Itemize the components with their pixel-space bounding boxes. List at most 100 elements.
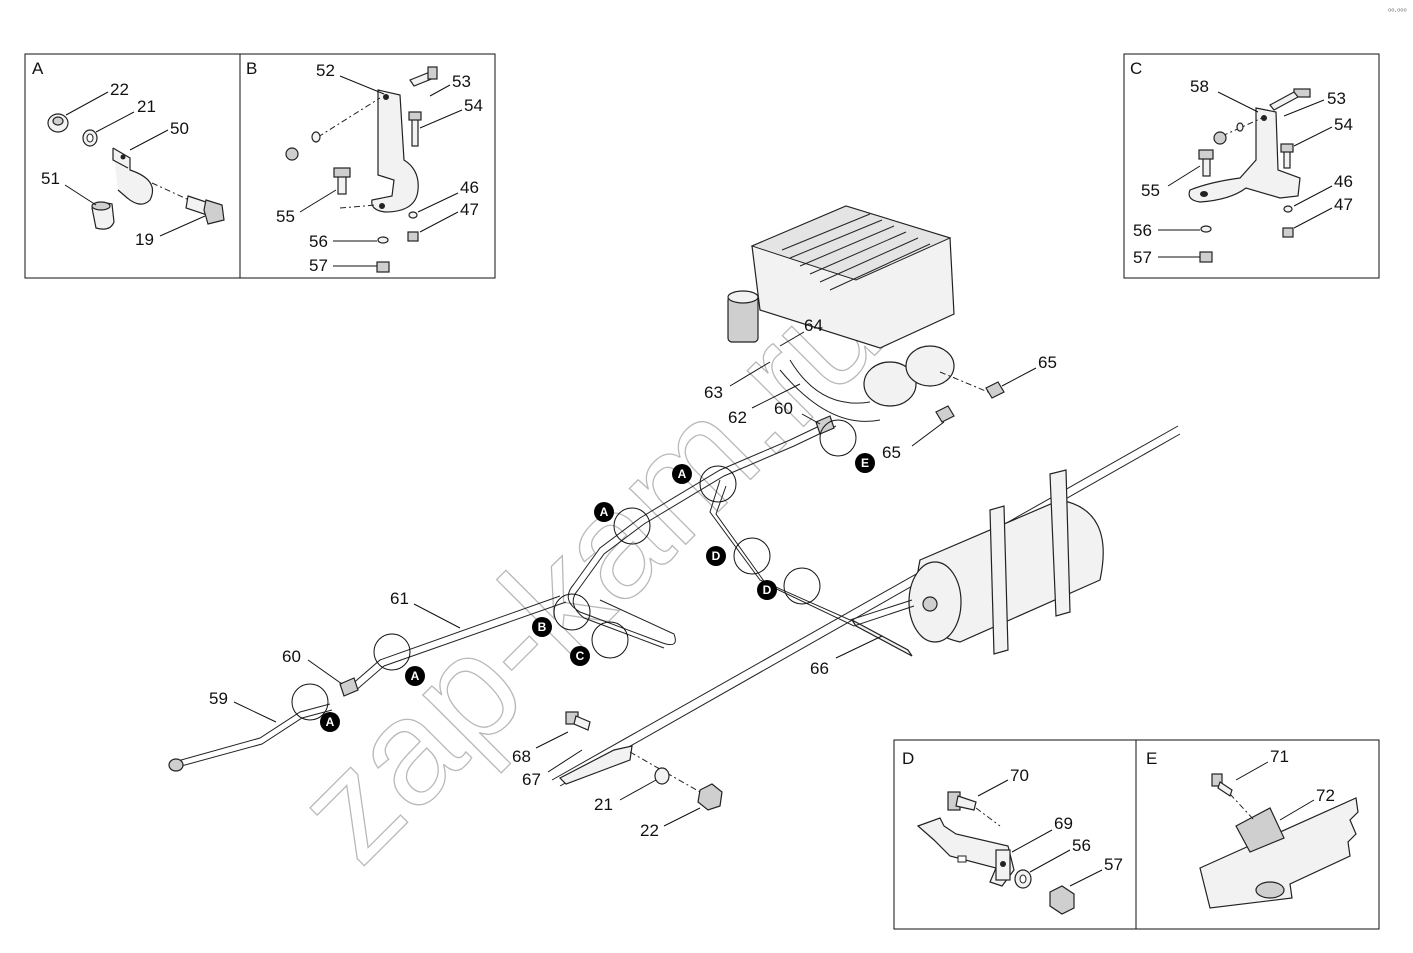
- callout-67: 67: [522, 770, 541, 789]
- bolt-71-head: [1211, 773, 1223, 787]
- callout-58: 58: [1190, 77, 1209, 96]
- callout-53: 53: [452, 72, 471, 91]
- bracket-part: [1188, 107, 1301, 203]
- bolt-54-part: [1283, 149, 1291, 169]
- detail-circle-b: [553, 593, 591, 631]
- bolt-54-part: [411, 117, 419, 147]
- panel-c-letter: C: [1130, 59, 1142, 78]
- pipe-66-part: [851, 619, 913, 657]
- callout-21: 21: [137, 97, 156, 116]
- marker-d2: D: [757, 580, 777, 600]
- fitting-65-lower: [935, 405, 955, 423]
- washer-21: [654, 767, 670, 785]
- panel-a: A 22 21 50 51 19: [24, 53, 241, 279]
- callout-70: 70: [1010, 766, 1029, 785]
- detail-circle-a1: [699, 465, 737, 503]
- nut-left: [1213, 131, 1227, 145]
- bolt-54-head: [408, 111, 422, 121]
- callout-22-main: 22: [640, 821, 659, 840]
- clamp-hole: [120, 154, 126, 160]
- callout-22: 22: [110, 80, 129, 99]
- panel-c: C 58 53 54 55 46 47 56 57: [1123, 53, 1380, 279]
- callout-56: 56: [1072, 836, 1091, 855]
- callout-54: 54: [464, 96, 483, 115]
- callout-21-main: 21: [594, 795, 613, 814]
- bolt-55-head: [333, 167, 351, 178]
- svg-text:E: E: [861, 456, 869, 470]
- bracket-hole-2: [1200, 191, 1208, 197]
- clamp-tab: [112, 148, 129, 169]
- callout-57: 57: [1104, 855, 1123, 874]
- tank-strap-2: [1049, 469, 1071, 617]
- detail-circle-d1: [733, 537, 771, 575]
- bracket-part: [371, 89, 419, 213]
- marker-c: C: [570, 646, 590, 666]
- callout-66: 66: [810, 659, 829, 678]
- washer-46: [1283, 205, 1293, 213]
- receiver-end-2: [905, 345, 955, 387]
- callout-57: 57: [309, 256, 328, 275]
- washer-left: [311, 131, 321, 143]
- bracket-hole-top: [383, 94, 389, 100]
- fitting-65-upper: [985, 381, 1005, 399]
- receiver-end-1: [863, 361, 917, 407]
- corner-mark: ⁰⁰·⁰⁰⁰: [1388, 7, 1407, 16]
- callout-65-upper: 65: [1038, 353, 1057, 372]
- callout-72: 72: [1316, 786, 1335, 805]
- tank-port: [922, 596, 938, 612]
- washer-left: [1236, 122, 1244, 132]
- panel-e-frame: [1135, 739, 1380, 930]
- sleeve-end: [91, 201, 111, 211]
- panel-e: E 71 72: [1135, 739, 1380, 930]
- nut-57: [376, 261, 390, 273]
- marker-e: E: [855, 453, 875, 473]
- rail-hole: [1255, 881, 1285, 899]
- callout-47: 47: [1334, 195, 1353, 214]
- callout-63: 63: [704, 383, 723, 402]
- nut-47: [1282, 227, 1294, 238]
- callout-52: 52: [316, 61, 335, 80]
- frame-rail-part: [1199, 797, 1359, 909]
- detail-circle-a3: [373, 633, 411, 671]
- callout-71: 71: [1270, 747, 1289, 766]
- panel-c-frame: [1123, 53, 1380, 279]
- nut-57: [1199, 251, 1213, 263]
- callout-54: 54: [1334, 115, 1353, 134]
- frame-rail-top: [551, 425, 1179, 781]
- pipe-59-end: [168, 758, 184, 772]
- callout-19: 19: [135, 230, 154, 249]
- component-ribs: [781, 213, 931, 291]
- panel-e-letter: E: [1146, 749, 1157, 768]
- panel-d-letter: D: [902, 749, 914, 768]
- washer-56: [1200, 225, 1212, 233]
- nut-hole: [52, 116, 64, 126]
- callout-64: 64: [804, 316, 823, 335]
- panel-a-frame: [24, 53, 241, 279]
- bracket-72: [1235, 807, 1285, 853]
- washer-hole: [1019, 874, 1027, 884]
- bolt-70-shank: [955, 795, 977, 811]
- bolt-68-shank: [573, 715, 591, 731]
- svg-text:A: A: [411, 669, 420, 683]
- callout-59: 59: [209, 689, 228, 708]
- marker-a3: A: [405, 666, 425, 686]
- callout-65-lower: 65: [882, 443, 901, 462]
- svg-text:C: C: [576, 649, 585, 663]
- bolt-55-head: [1198, 149, 1214, 160]
- detail-circle-a2: [613, 507, 651, 545]
- panel-b: B 52 53 54 46 4: [239, 53, 496, 279]
- nut-22: [697, 783, 723, 811]
- svg-text:A: A: [600, 505, 609, 519]
- callout-46: 46: [460, 178, 479, 197]
- callout-57: 57: [1133, 248, 1152, 267]
- main-assembly: 64 65 63 62 60 65 61 60 59 66 68 67 21 2…: [168, 205, 1181, 840]
- detail-circle-e: [819, 419, 857, 457]
- bolt-55-part: [1202, 157, 1211, 177]
- detail-circle-a4: [291, 683, 329, 721]
- marker-b: B: [532, 617, 552, 637]
- detail-circle-c: [591, 621, 629, 659]
- bolt-53-part: [1269, 91, 1299, 111]
- callout-55: 55: [1141, 181, 1160, 200]
- svg-text:A: A: [326, 715, 335, 729]
